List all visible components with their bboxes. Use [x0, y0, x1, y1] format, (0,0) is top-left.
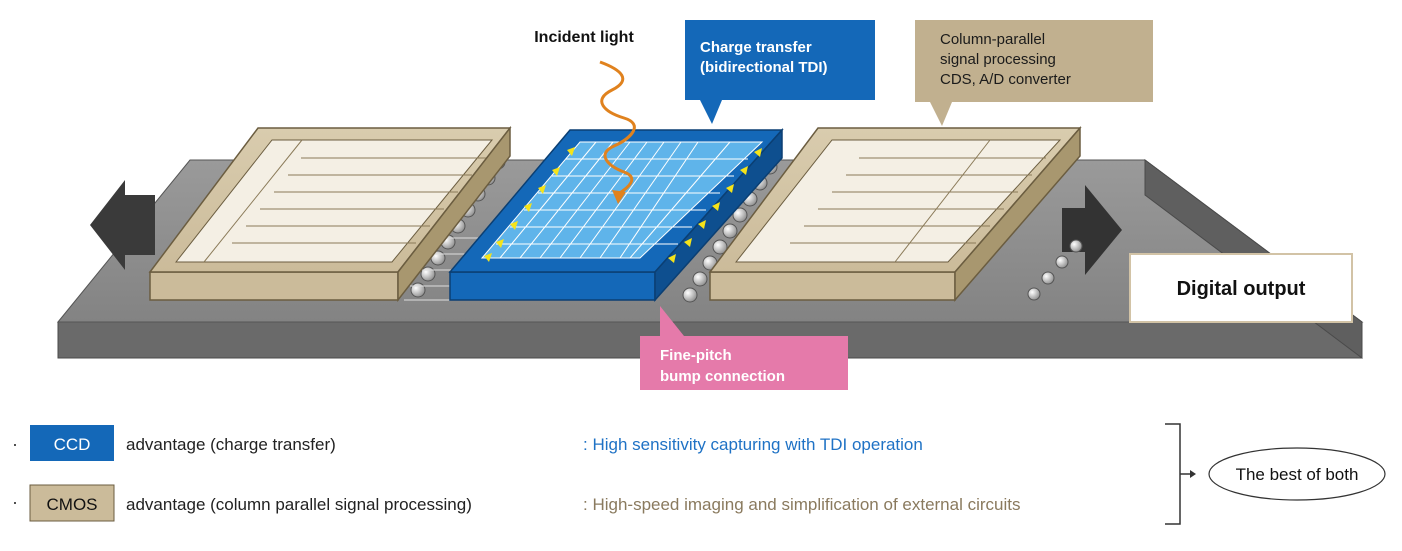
light-arrowhead-icon: [612, 190, 626, 204]
cmos-readout-block-right: [708, 125, 1082, 303]
legend-row-cmos: · CMOS advantage (column parallel signal…: [12, 484, 1020, 522]
digital-output-box: Digital output: [1129, 253, 1353, 323]
right-output-arrow: [1062, 185, 1122, 275]
cmos-advantage-text: advantage (column parallel signal proces…: [126, 495, 472, 514]
digital-output-label: Digital output: [1177, 278, 1306, 300]
cmos-badge-label: CMOS: [47, 495, 98, 514]
incident-light-label: Incident light: [534, 29, 634, 46]
legend-bullet: ·: [12, 492, 18, 512]
charge-transfer-callout: Charge transfer (bidirectional TDI): [685, 20, 875, 124]
fine-pitch-line-2: bump connection: [660, 368, 785, 385]
ccd-photosensitive-block: [448, 128, 784, 302]
legend: · CCD advantage (charge transfer) : High…: [12, 423, 1386, 525]
charge-transfer-line-1: Charge transfer: [700, 39, 812, 56]
charge-transfer-line-2: (bidirectional TDI): [700, 59, 828, 76]
column-parallel-line-3: CDS, A/D converter: [940, 71, 1071, 88]
best-of-both-ellipse: [1208, 447, 1386, 501]
ccd-pixel-grid: [496, 141, 748, 259]
column-parallel-line-2: signal processing: [940, 51, 1056, 68]
left-output-arrow: [90, 180, 155, 270]
legend-bullet: ·: [12, 434, 18, 454]
light-wave-icon: [599, 60, 636, 196]
column-parallel-line-1: Column-parallel: [940, 31, 1045, 48]
incident-light: Incident light: [534, 29, 636, 204]
legend-row-ccd: · CCD advantage (charge transfer) : High…: [12, 425, 923, 461]
legend-bracket: [1165, 423, 1190, 525]
column-parallel-callout: Column-parallel signal processing CDS, A…: [915, 20, 1153, 126]
tdi-direction-markers-right: [668, 148, 762, 263]
ccd-advantage-text: advantage (charge transfer): [126, 435, 336, 454]
cmos-result-text: : High-speed imaging and simplification …: [583, 495, 1020, 514]
ccd-result-text: : High sensitivity capturing with TDI op…: [583, 435, 923, 454]
cmos-badge: [29, 484, 115, 522]
cmos-readout-block-left: [148, 125, 512, 303]
fine-pitch-callout: Fine-pitch bump connection: [640, 306, 848, 390]
ccd-badge-label: CCD: [54, 435, 91, 454]
fine-pitch-line-1: Fine-pitch: [660, 347, 732, 364]
tdi-direction-markers-left: [484, 147, 575, 262]
bracket-arrow-icon: [1190, 470, 1196, 478]
best-of-both-text: The best of both: [1236, 465, 1359, 484]
ccd-badge: [30, 425, 114, 461]
